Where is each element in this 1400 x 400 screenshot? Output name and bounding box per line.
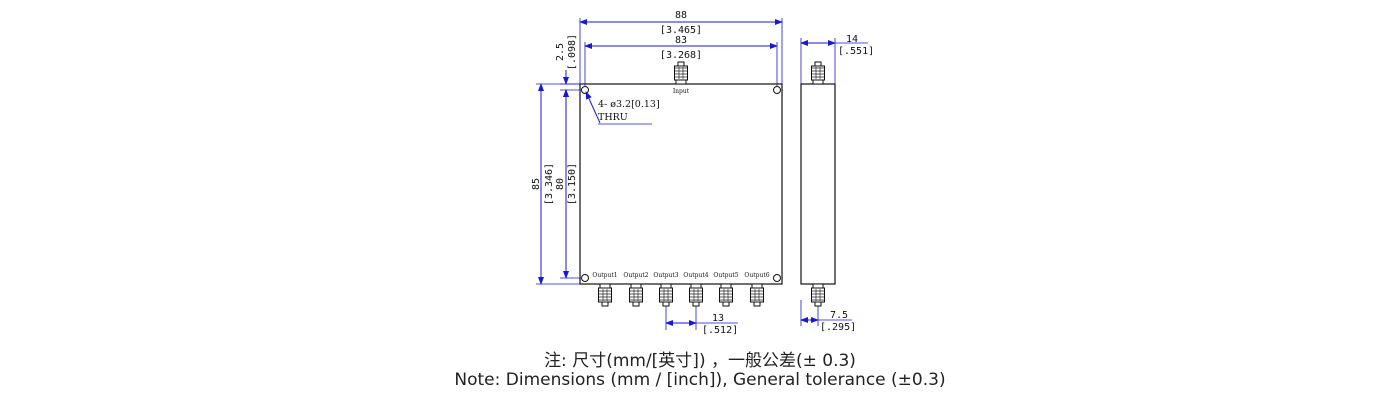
output-label-5: Output5: [713, 272, 738, 279]
svg-text:13: 13: [712, 313, 724, 324]
side-input-connector: [811, 61, 825, 85]
input-connector: [674, 61, 688, 85]
output-label-1: Output1: [592, 272, 617, 279]
svg-text:[3.150]: [3.150]: [567, 163, 578, 205]
svg-text:[.098]: [.098]: [567, 34, 578, 70]
output-label-2: Output2: [623, 272, 648, 279]
svg-text:THRU: THRU: [598, 112, 628, 123]
dim-thickness: 14 [.551]: [800, 34, 874, 84]
svg-text:4- ø3.2[0.13]: 4- ø3.2[0.13]: [598, 99, 660, 110]
output-connector: [689, 283, 703, 307]
output-connector: [629, 283, 643, 307]
dim-height-overall: 85 [3.346]: [531, 83, 580, 285]
svg-text:[3.465]: [3.465]: [660, 25, 702, 36]
dim-output-pitch: 13 [.512]: [665, 306, 738, 336]
svg-text:2.5: 2.5: [555, 43, 566, 61]
output-connector: [598, 283, 612, 307]
mounting-hole: [773, 86, 781, 94]
svg-text:[3.268]: [3.268]: [660, 50, 702, 61]
svg-text:14: 14: [846, 34, 858, 45]
mounting-holes: [581, 86, 781, 282]
mounting-hole: [581, 86, 589, 94]
side-output-connector: [811, 283, 825, 307]
svg-text:[3.346]: [3.346]: [544, 163, 555, 205]
svg-text:88: 88: [675, 10, 687, 21]
output-connectors: [598, 283, 764, 307]
hole-note: 4- ø3.2[0.13] THRU: [585, 91, 660, 125]
output-label-3: Output3: [653, 272, 678, 279]
output-connector: [750, 283, 764, 307]
mechanical-drawing: Input Output1 Output2 Output3 Output4 Ou…: [531, 10, 874, 336]
output-label-4: Output4: [683, 272, 708, 279]
note-chinese: 注: 尺寸(mm/[英寸]) ，一般公差(± 0.3): [544, 351, 856, 371]
dim-side-connector-offset: 7.5 [.295]: [800, 300, 856, 333]
dim-hole-offset-top: 2.5 [.098]: [555, 34, 582, 104]
output-label-6: Output6: [744, 272, 769, 279]
side-view-body: [800, 83, 836, 285]
dim-width-overall: 88 [3.465]: [579, 10, 783, 84]
svg-text:[.295]: [.295]: [820, 322, 856, 333]
svg-text:[.512]: [.512]: [702, 325, 738, 336]
input-label: Input: [673, 88, 690, 95]
dim-hole-spacing-y: 80 [3.150]: [555, 89, 582, 279]
svg-text:85: 85: [531, 178, 542, 190]
output-connector: [659, 283, 673, 307]
mounting-hole: [581, 274, 589, 282]
svg-text:7.5: 7.5: [830, 310, 848, 321]
dim-hole-spacing-x: 83 [3.268]: [584, 35, 778, 86]
mounting-hole: [773, 274, 781, 282]
svg-text:[.551]: [.551]: [838, 46, 874, 57]
note-english: Note: Dimensions (mm / [inch]), General …: [454, 370, 946, 390]
svg-text:83: 83: [675, 35, 687, 46]
output-connector: [719, 283, 733, 307]
front-view-body: [579, 83, 783, 285]
svg-text:80: 80: [555, 178, 566, 190]
